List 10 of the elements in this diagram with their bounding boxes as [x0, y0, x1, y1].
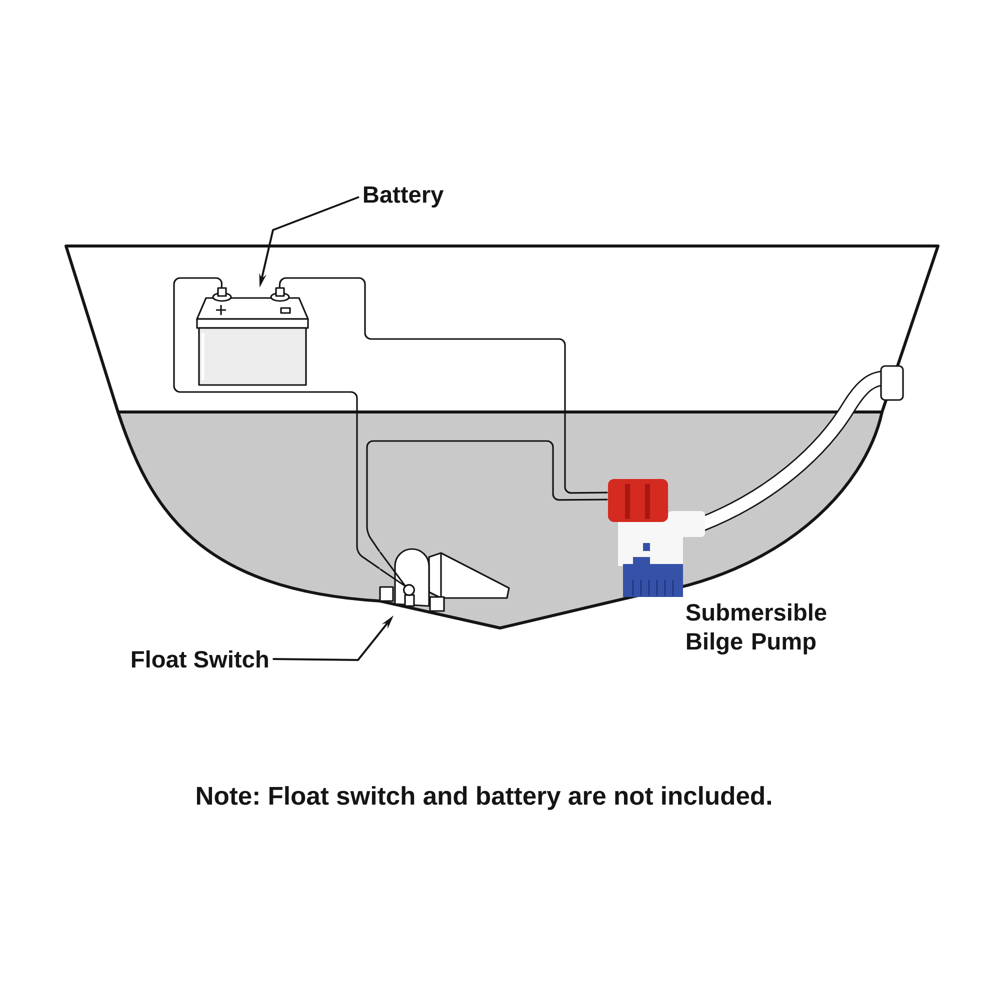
wire [173, 277, 380, 570]
wire [278, 277, 608, 494]
bilge-pump-drawing [608, 479, 705, 597]
float-switch-drawing [379, 548, 510, 612]
text-label: Submersible Bilge Pump [686, 603, 826, 654]
wire [366, 440, 608, 552]
text-label: Float Switch [132, 650, 268, 668]
battery-drawing [196, 287, 309, 386]
note-text: Note: Float switch and battery are not included. [196, 786, 771, 810]
text-label: Battery [364, 186, 444, 208]
